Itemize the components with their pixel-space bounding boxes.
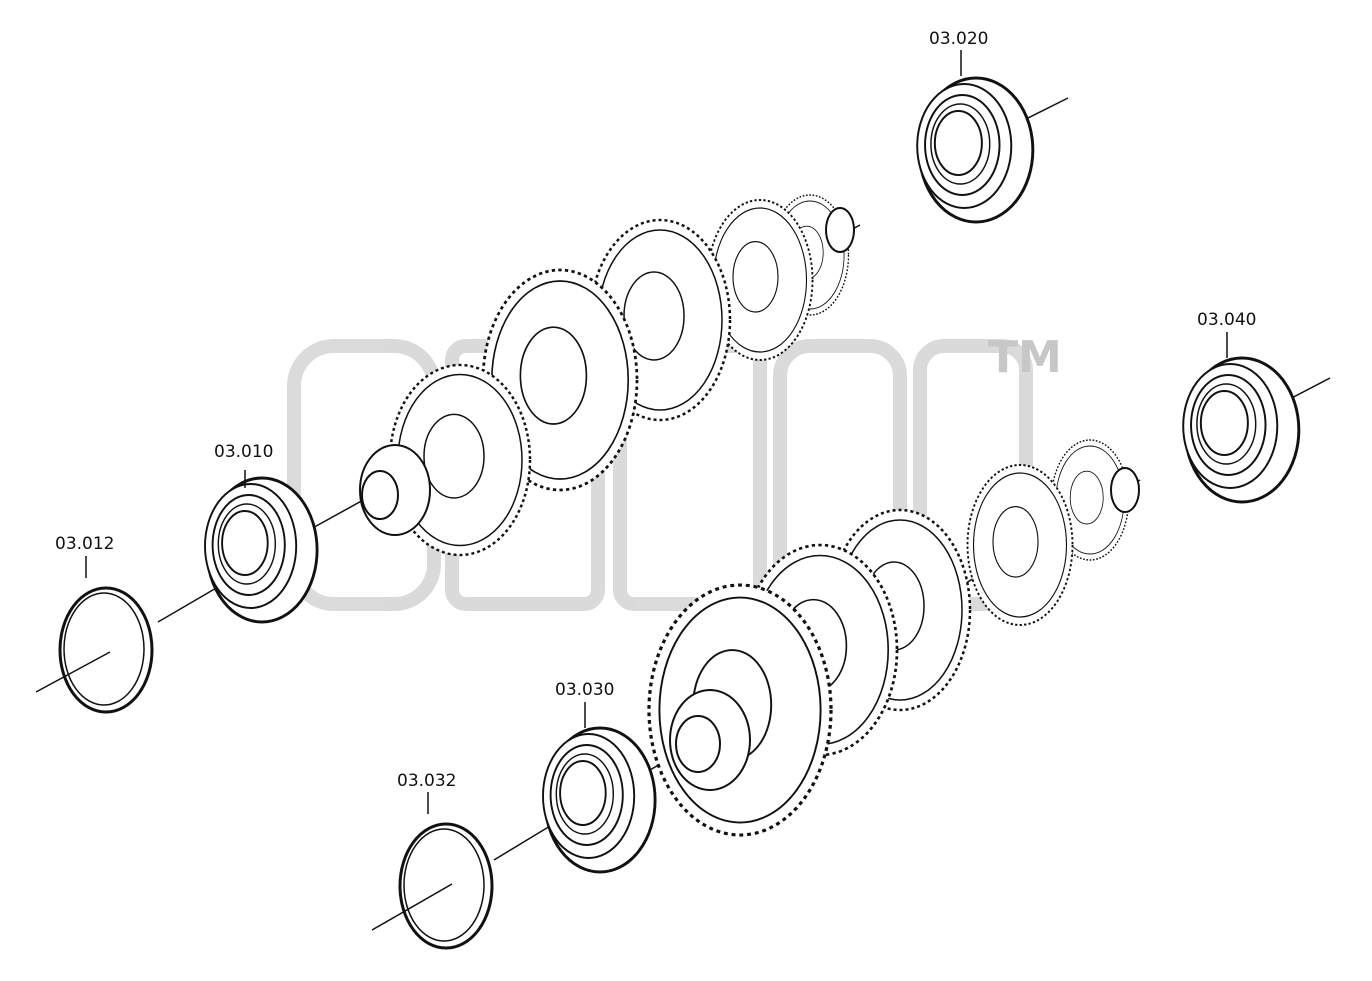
callout-03-010: 03.010 — [214, 442, 273, 462]
watermark-trademark: TM — [988, 332, 1062, 383]
bearing-03-020 — [915, 50, 1069, 224]
ring-03-032 — [371, 792, 494, 950]
bearing-03-030 — [493, 702, 657, 874]
callout-03-020: 03.020 — [929, 29, 988, 49]
callout-03-032: 03.032 — [397, 771, 456, 791]
upper-shaft — [299, 194, 861, 557]
bearing-03-040 — [1181, 332, 1331, 504]
callout-03-012: 03.012 — [55, 534, 114, 554]
callout-03-040: 03.040 — [1197, 310, 1256, 330]
lower-shaft — [647, 439, 1141, 837]
ring-03-012 — [35, 556, 154, 714]
bearing-03-010 — [157, 470, 319, 624]
callout-03-030: 03.030 — [555, 680, 614, 700]
